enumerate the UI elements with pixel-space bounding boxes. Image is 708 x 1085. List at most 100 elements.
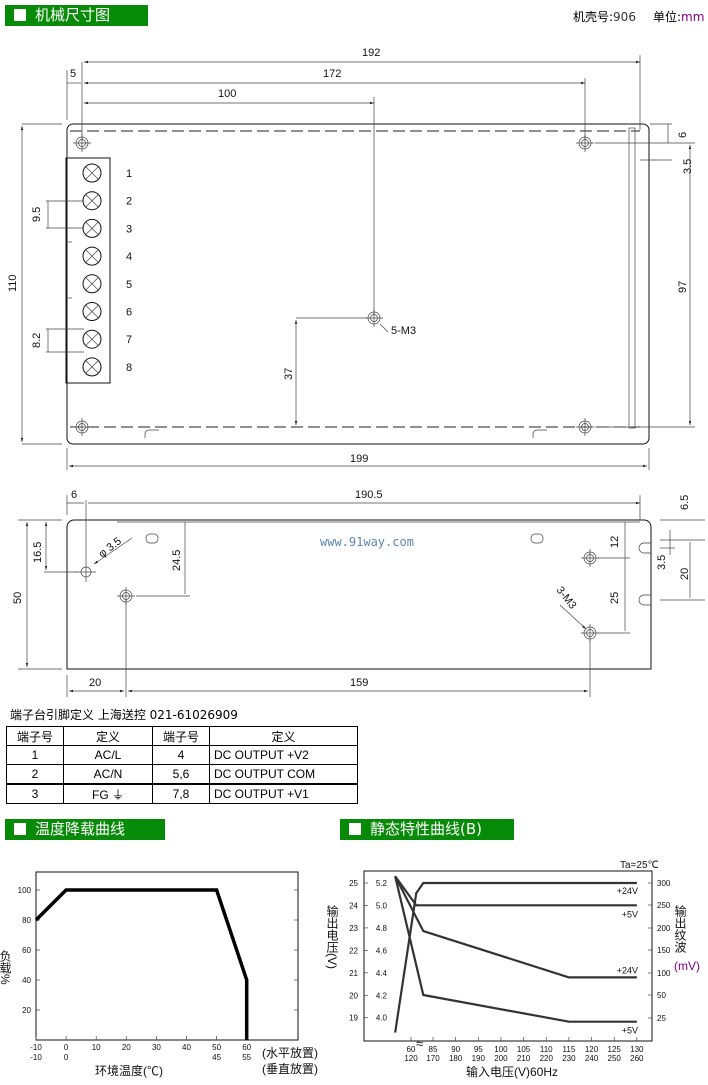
x-tick-label: -10 <box>30 1043 42 1052</box>
cell: 1 <box>6 745 64 765</box>
slot-notch <box>638 542 651 554</box>
x-tick-label: 120 <box>585 1045 599 1054</box>
screw-cross <box>85 360 99 374</box>
case-outline <box>66 123 650 445</box>
y-right-label: 50 <box>657 991 666 1000</box>
terminal-screw-icon <box>82 302 102 321</box>
series-label: +24V <box>617 886 638 896</box>
x-tick-label: 95 <box>474 1045 483 1054</box>
slot-notch <box>638 594 651 606</box>
cell: DC OUTPUT COM <box>209 764 358 785</box>
terminal-screw-icon <box>82 329 102 349</box>
x-tick-label: 10 <box>92 1043 101 1052</box>
x-tick-label: 125 <box>608 1045 622 1054</box>
temp-annotation: Ta=25℃ <box>620 860 659 871</box>
y-left-outer-label: 25 <box>349 879 358 888</box>
x-tick-label-2: 45 <box>212 1053 221 1062</box>
x-tick-label: 85 <box>429 1045 438 1054</box>
case-number: 机壳号:906 <box>573 8 636 25</box>
x-tick-label: 0 <box>64 1043 69 1052</box>
cell: FG ⏚ <box>63 783 153 804</box>
x-tick-label-2: -10 <box>30 1053 42 1062</box>
cell: AC/L <box>63 745 153 765</box>
dim-110: 110 <box>7 274 19 292</box>
pin-table-title: 端子台引脚定义 上海送控 021-61026909 <box>10 708 238 722</box>
cell: 5,6 <box>152 764 210 785</box>
dim-20: 20 <box>89 677 101 689</box>
y-tick-label: 80 <box>22 916 31 925</box>
section-header-derating: 温度降载曲线 <box>5 819 165 840</box>
x-tick-label-2: 230 <box>562 1054 576 1063</box>
unit-label: 单位: <box>653 10 682 24</box>
terminal-screw-icon <box>82 357 102 377</box>
hole-label-5m3: 5-M3 <box>391 325 416 337</box>
y-right-label: 25 <box>657 1014 666 1023</box>
terminal-label: 3 <box>126 223 132 235</box>
y-left-inner-label: 5.2 <box>376 879 388 888</box>
y-tick-label: 100 <box>18 886 32 895</box>
screw-cross <box>85 332 99 346</box>
section-title: 机械尺寸图 <box>35 6 111 24</box>
x-tick-label: 60 <box>242 1043 251 1052</box>
x-tick-label-2: 240 <box>585 1054 599 1063</box>
y-left-inner-label: 5.0 <box>376 901 388 910</box>
derating-ylabel: 负载% <box>0 950 12 985</box>
x-tick-label-2: 220 <box>540 1054 554 1063</box>
y-right-label: 200 <box>657 924 671 933</box>
dim-6: 6 <box>677 132 689 138</box>
derating-curve <box>34 888 249 1040</box>
terminal-block <box>65 157 111 384</box>
y-right-label: 150 <box>657 946 671 955</box>
section-title: 静态特性曲线(B) <box>370 820 482 838</box>
square-bullet-icon <box>349 823 361 835</box>
cell: 7,8 <box>152 783 210 804</box>
th-terminal: 端子号 <box>6 726 64 746</box>
terminal-screw-icon <box>82 218 102 238</box>
case-label: 机壳号: <box>573 10 614 24</box>
hole-center <box>73 418 91 436</box>
unit-value: mm <box>681 10 705 24</box>
x-tick-label: 110 <box>540 1045 553 1054</box>
x-tick-label-2: 120 <box>404 1054 418 1063</box>
screw-cross <box>85 249 99 263</box>
dim-6-side: 6 <box>71 489 77 501</box>
section-header-mechanical: 机械尺寸图 <box>5 5 148 26</box>
x-tick-label-2: 180 <box>449 1054 463 1063</box>
terminal-label: 8 <box>126 362 132 374</box>
terminal-label: 6 <box>126 307 132 319</box>
cell: 4 <box>152 745 210 765</box>
dim-199: 199 <box>350 453 368 465</box>
x-tick-label: 30 <box>152 1043 161 1052</box>
vertical-note: (垂直放置) <box>262 1061 318 1076</box>
watermark: www.91way.com <box>320 535 414 549</box>
derating-xlabel: 环境温度(℃) <box>95 1063 163 1078</box>
dim-37: 37 <box>283 368 295 380</box>
y-left-inner-label: 4.2 <box>376 991 388 1000</box>
dim-9-5: 9.5 <box>31 207 43 222</box>
y-left-inner-label: 4.4 <box>376 969 388 978</box>
terminal-label: 1 <box>126 168 132 180</box>
dim-6-5: 6.5 <box>679 495 691 510</box>
section-header-static: 静态特性曲线(B) <box>340 819 514 840</box>
dim-20-right: 20 <box>679 568 691 580</box>
series-line-2 <box>394 875 637 979</box>
x-tick-label-2: 250 <box>608 1054 622 1063</box>
hole-center <box>581 624 599 642</box>
static-plot-area <box>363 870 653 1042</box>
x-tick-label-2: 0 <box>64 1053 69 1062</box>
screw-cross <box>85 166 99 180</box>
dim-190-5: 190.5 <box>355 489 383 501</box>
static-xlabel: 输入电压(V)60Hz <box>466 1064 558 1079</box>
x-tick-label-2: 55 <box>242 1053 251 1062</box>
dim-172: 172 <box>323 68 341 80</box>
cell: DC OUTPUT +V2 <box>209 745 358 765</box>
terminal-screw-icon <box>82 163 102 183</box>
dim-12: 12 <box>609 536 621 548</box>
dim-50: 50 <box>12 592 24 604</box>
terminal-label: 7 <box>126 334 132 346</box>
